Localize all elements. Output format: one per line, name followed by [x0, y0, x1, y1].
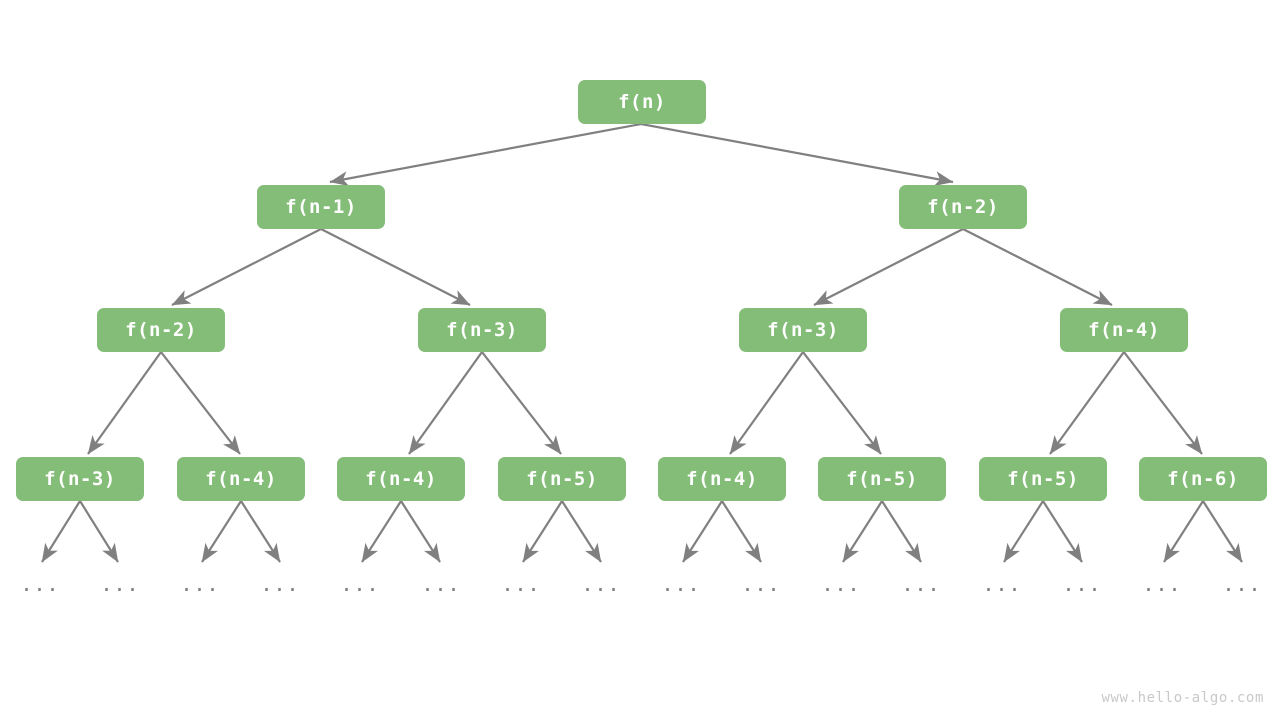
tree-edge: [729, 351, 804, 455]
tree-edge: [813, 228, 964, 306]
tree-edge: [160, 351, 241, 455]
tree-edge: [1202, 500, 1243, 563]
tree-edge: [41, 500, 81, 563]
tree-node: f(n-3): [739, 308, 867, 352]
tree-node-label: f(n-3): [446, 319, 518, 341]
tree-node: f(n-4): [337, 457, 465, 501]
ellipsis-marker: ...: [421, 572, 461, 596]
ellipsis-marker: ...: [982, 572, 1022, 596]
tree-edge: [1123, 351, 1203, 455]
tree-edge: [962, 228, 1113, 306]
tree-edge: [881, 500, 922, 563]
tree-edge: [640, 122, 954, 187]
tree-node: f(n-4): [177, 457, 305, 501]
ellipsis-marker: ...: [501, 572, 541, 596]
tree-node-label: f(n-3): [44, 468, 116, 490]
tree-edge: [361, 500, 402, 563]
ellipsis-marker: ...: [1222, 572, 1262, 596]
tree-edge: [561, 500, 602, 563]
tree-node-label: f(n-3): [767, 319, 839, 341]
ellipsis-marker: ...: [1062, 572, 1102, 596]
ellipsis-marker: ...: [340, 572, 380, 596]
tree-node-label: f(n): [618, 91, 666, 113]
tree-node: f(n-3): [16, 457, 144, 501]
tree-node: f(n-5): [979, 457, 1107, 501]
ellipsis-marker: ...: [821, 572, 861, 596]
tree-node-label: f(n-5): [846, 468, 918, 490]
ellipsis-marker: ...: [741, 572, 781, 596]
tree-node-label: f(n-4): [365, 468, 437, 490]
tree-node-label: f(n-4): [205, 468, 277, 490]
tree-node-label: f(n-4): [1088, 319, 1160, 341]
ellipsis-marker: ...: [661, 572, 701, 596]
tree-node: f(n-4): [1060, 308, 1188, 352]
tree-edge: [1049, 351, 1125, 455]
tree-edge: [408, 351, 483, 455]
tree-edge: [79, 500, 119, 563]
tree-node: f(n-2): [899, 185, 1027, 229]
ellipsis-marker: ...: [260, 572, 300, 596]
tree-edge: [240, 500, 281, 563]
ellipsis-marker: ...: [901, 572, 941, 596]
tree-edge: [171, 228, 322, 306]
tree-edge: [329, 122, 642, 187]
tree-edge: [842, 500, 883, 563]
tree-node-label: f(n-2): [125, 319, 197, 341]
tree-edge: [201, 500, 242, 563]
ellipsis-marker: ...: [180, 572, 220, 596]
tree-edge: [320, 228, 471, 306]
tree-edge: [1003, 500, 1044, 563]
watermark: www.hello-algo.com: [1101, 690, 1264, 706]
tree-node-label: f(n-2): [927, 196, 999, 218]
tree-edge: [1042, 500, 1083, 563]
tree-edge: [481, 351, 562, 455]
tree-edge: [682, 500, 723, 563]
tree-node: f(n-2): [97, 308, 225, 352]
tree-node-label: f(n-1): [285, 196, 357, 218]
tree-edge: [1163, 500, 1204, 563]
tree-edge: [522, 500, 563, 563]
tree-node: f(n): [578, 80, 706, 124]
tree-edge: [802, 351, 882, 455]
tree-node-label: f(n-4): [686, 468, 758, 490]
tree-node-label: f(n-5): [1007, 468, 1079, 490]
tree-node: f(n-1): [257, 185, 385, 229]
ellipsis-marker: ...: [1142, 572, 1182, 596]
tree-node: f(n-6): [1139, 457, 1267, 501]
tree-edge: [87, 351, 162, 455]
tree-node: f(n-5): [498, 457, 626, 501]
tree-edge: [400, 500, 441, 563]
tree-node-label: f(n-5): [526, 468, 598, 490]
ellipsis-marker: ...: [100, 572, 140, 596]
tree-node: f(n-4): [658, 457, 786, 501]
tree-node: f(n-3): [418, 308, 546, 352]
tree-node-label: f(n-6): [1167, 468, 1239, 490]
ellipsis-marker: ...: [581, 572, 621, 596]
tree-edge: [721, 500, 762, 563]
tree-node: f(n-5): [818, 457, 946, 501]
ellipsis-marker: ...: [20, 572, 60, 596]
